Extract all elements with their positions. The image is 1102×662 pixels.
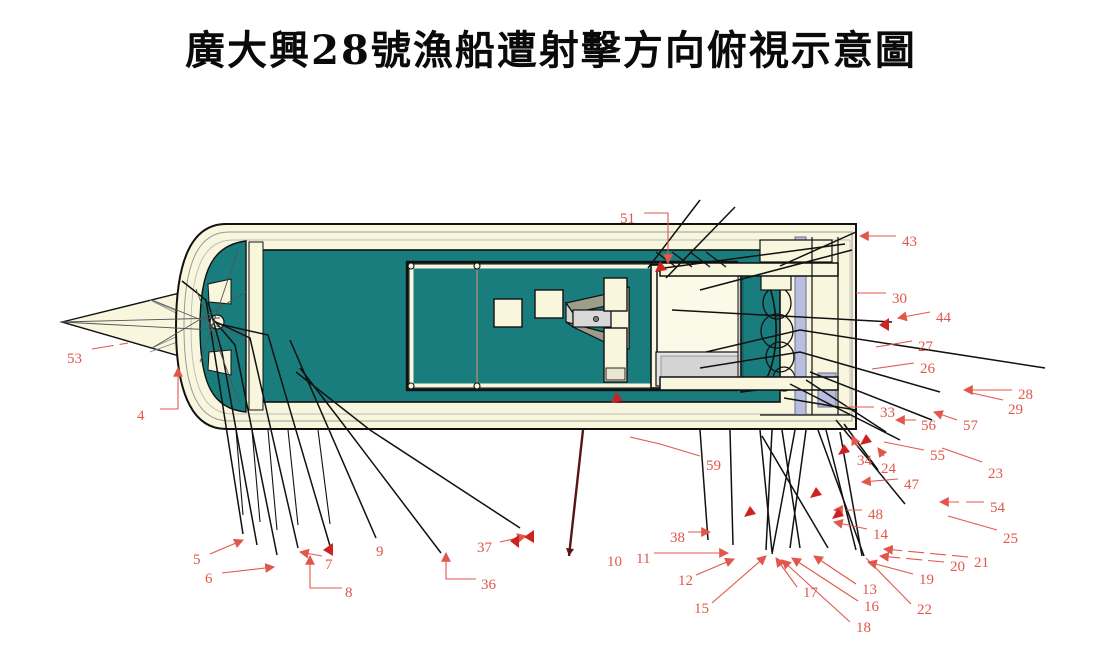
callout-label-27: 27 xyxy=(918,339,933,355)
callout-label-37: 37 xyxy=(477,540,492,556)
stern-lavender-panels xyxy=(759,236,837,416)
hull-under-fan xyxy=(235,429,331,531)
bow-teal-cap xyxy=(199,240,247,413)
callout-label-19: 19 xyxy=(919,572,934,588)
callout-label-10: 10 xyxy=(607,554,622,570)
callout-label-22: 22 xyxy=(917,602,932,618)
callout-label-48: 48 xyxy=(868,507,883,523)
callout-label-7: 7 xyxy=(325,557,333,573)
wheelhouse-block xyxy=(650,262,750,390)
stern-cross-rails xyxy=(659,237,850,416)
trajectory-lines-stern xyxy=(647,199,1046,557)
callout-label-24: 24 xyxy=(881,461,896,477)
callout-label-9: 9 xyxy=(376,544,384,560)
callout-label-55: 55 xyxy=(930,448,945,464)
callout-label-5: 5 xyxy=(193,552,201,568)
callout-label-11: 11 xyxy=(636,551,651,567)
impact-arrowheads xyxy=(323,261,889,556)
callout-label-44: 44 xyxy=(936,310,951,326)
mast-line xyxy=(566,429,585,557)
callout-label-21: 21 xyxy=(974,555,989,571)
callout-label-54: 54 xyxy=(990,500,1005,516)
callout-label-57: 57 xyxy=(963,418,978,434)
callout-label-56: 56 xyxy=(921,418,936,434)
callout-label-23: 23 xyxy=(988,466,1003,482)
callout-label-15: 15 xyxy=(694,601,709,617)
callout-label-4: 4 xyxy=(137,408,145,424)
callout-label-53: 53 xyxy=(67,351,82,367)
callout-label-25: 25 xyxy=(1003,531,1018,547)
callout-label-38: 38 xyxy=(670,530,685,546)
callout-label-29: 29 xyxy=(1008,402,1023,418)
callout-label-47: 47 xyxy=(904,477,919,493)
callout-label-17: 17 xyxy=(803,585,818,601)
callout-label-59: 59 xyxy=(706,458,721,474)
callout-label-43: 43 xyxy=(902,234,917,250)
callout-label-12: 12 xyxy=(678,573,693,589)
callout-label-30: 30 xyxy=(892,291,907,307)
callout-label-13: 13 xyxy=(862,582,877,598)
callout-label-26: 26 xyxy=(920,361,935,377)
page-title: 廣大興28號漁船遭射擊方向俯視示意圖 xyxy=(185,27,917,74)
callout-label-36: 36 xyxy=(481,577,496,593)
callout-label-51: 51 xyxy=(620,211,635,227)
deck-hatches xyxy=(493,289,564,328)
callout-label-20: 20 xyxy=(950,559,965,575)
center-wedge-machinery xyxy=(564,277,630,383)
callout-label-16: 16 xyxy=(864,599,879,615)
deck-impact-hatching xyxy=(655,251,727,268)
callout-label-14: 14 xyxy=(873,527,888,543)
callout-label-8: 8 xyxy=(345,585,353,601)
callout-label-28: 28 xyxy=(1018,387,1033,403)
callout-label-34: 34 xyxy=(857,453,872,469)
bow-ray-lines xyxy=(61,249,247,405)
callout-label-33: 33 xyxy=(880,405,895,421)
callout-label-6: 6 xyxy=(205,571,213,587)
callout-label-18: 18 xyxy=(856,620,871,636)
callout-leader-lines xyxy=(91,212,1012,623)
